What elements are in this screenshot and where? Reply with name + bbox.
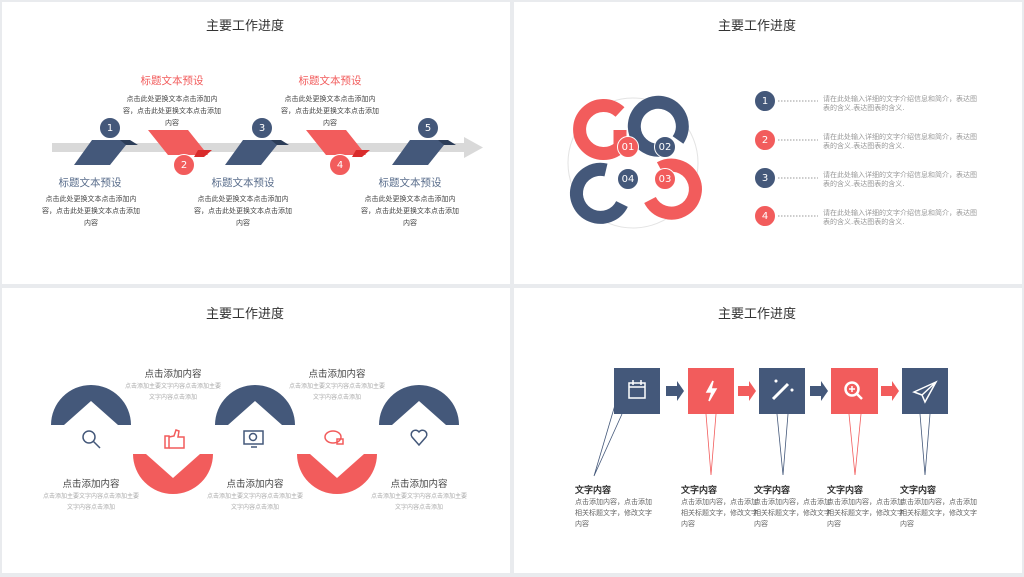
thumbs-up-icon [164, 429, 185, 449]
item-text: 请在此处输入详细的文字介绍信息和简介，表达图表的含义.表达图表的含义. [823, 209, 977, 226]
chat-lock-icon [324, 430, 344, 445]
step-number: 1 [99, 117, 121, 139]
process-boxes [614, 368, 948, 414]
calendar-icon [628, 380, 646, 399]
slide-title: 主要工作进度 [205, 307, 284, 322]
connector-lines [778, 100, 818, 217]
item-title: 文字内容 [575, 486, 612, 496]
slide4-icons [628, 379, 938, 404]
step-title: 标题文本预设 [58, 177, 122, 189]
item-title: 点击添加内容 [226, 479, 284, 490]
item-title: 点击添加内容 [390, 479, 448, 490]
pointer-lines [593, 404, 931, 477]
step-desc: 点击此处更换文本点击添加内容，点击此处更换文本点击添加内容 [123, 95, 221, 127]
item-desc: 点击添加内容，点击添加相关标题文字，修改文字内容 [900, 498, 977, 528]
item-title: 文字内容 [681, 486, 718, 496]
item-desc: 点击添加内容，点击添加相关标题文字，修改文字内容 [575, 498, 652, 528]
item-desc: 点击添加内容，点击添加相关标题文字，修改文字内容 [827, 498, 904, 528]
item-title: 点击添加内容 [308, 369, 366, 380]
step-title: 标题文本预设 [378, 177, 442, 189]
step-number: 3 [251, 117, 273, 139]
item-text: 请在此处输入详细的文字介绍信息和简介，表达图表的含义.表达图表的含义. [823, 171, 977, 188]
item-title: 点击添加内容 [62, 479, 120, 490]
item-number: 3 [754, 167, 776, 189]
paper-plane-icon [912, 380, 938, 404]
item-title: 文字内容 [827, 486, 864, 496]
step-desc: 点击此处更换文本点击添加内容，点击此处更换文本点击添加内容 [42, 195, 140, 227]
step-desc: 点击此处更换文本点击添加内容，点击此处更换文本点击添加内容 [361, 195, 459, 227]
item-text: 请在此处输入详细的文字介绍信息和简介，表达图表的含义.表达图表的含义. [823, 133, 977, 150]
item-desc: 点击添加内容，点击添加相关标题文字，修改文字内容 [681, 498, 758, 528]
step-title: 标题文本预设 [298, 75, 362, 87]
step-desc: 点击此处更换文本点击添加内容，点击此处更换文本点击添加内容 [194, 195, 292, 227]
segment-label: 01 [617, 136, 639, 158]
step-number: 2 [173, 154, 195, 176]
step-shapes-red [148, 130, 370, 157]
slide-title: 主要工作进度 [717, 19, 796, 34]
step-desc: 点击此处更换文本点击添加内容，点击此处更换文本点击添加内容 [281, 95, 379, 127]
heart-icon [410, 429, 428, 447]
item-desc: 点击添加内容，点击添加相关标题文字，修改文字内容 [754, 498, 831, 528]
red-arcs [133, 454, 377, 494]
outer-circle [567, 97, 699, 229]
step-number: 4 [329, 154, 351, 176]
segment-label: 04 [617, 168, 639, 190]
ring-shapes [570, 95, 702, 224]
item-number: 2 [754, 129, 776, 151]
segment-label: 02 [654, 136, 676, 158]
item-text: 请在此处输入详细的文字介绍信息和简介，表达图表的含义.表达图表的含义. [823, 95, 977, 112]
search-icon [82, 430, 101, 449]
magic-wand-icon [771, 379, 794, 401]
segment-label: 03 [654, 168, 676, 190]
item-desc: 点击添加主要文字内容点击添加主要文字内容点击添加 [370, 493, 467, 511]
item-number: 4 [754, 205, 776, 227]
item-desc: 点击添加主要文字内容点击添加主要文字内容点击添加 [206, 493, 303, 511]
slide-title: 主要工作进度 [717, 307, 796, 322]
lightning-icon [705, 380, 718, 402]
item-desc: 点击添加主要文字内容点击添加主要文字内容点击添加 [288, 383, 385, 401]
item-title: 点击添加内容 [144, 369, 202, 380]
navy-arcs [51, 385, 459, 425]
step-title: 标题文本预设 [211, 177, 275, 189]
item-desc: 点击添加主要文字内容点击添加主要文字内容点击添加 [124, 383, 221, 401]
process-arrows [666, 381, 899, 401]
item-number: 1 [754, 90, 776, 112]
step-number: 5 [417, 117, 439, 139]
monitor-icon [243, 430, 264, 448]
slide-4 [514, 288, 1022, 573]
item-title: 文字内容 [900, 486, 937, 496]
slide-title: 主要工作进度 [205, 19, 284, 34]
slide3-icons [82, 429, 428, 449]
step-shapes-navy [74, 140, 456, 165]
zoom-in-icon [844, 381, 863, 400]
step-title: 标题文本预设 [140, 75, 204, 87]
item-title: 文字内容 [754, 486, 791, 496]
item-desc: 点击添加主要文字内容点击添加主要文字内容点击添加 [42, 493, 139, 511]
